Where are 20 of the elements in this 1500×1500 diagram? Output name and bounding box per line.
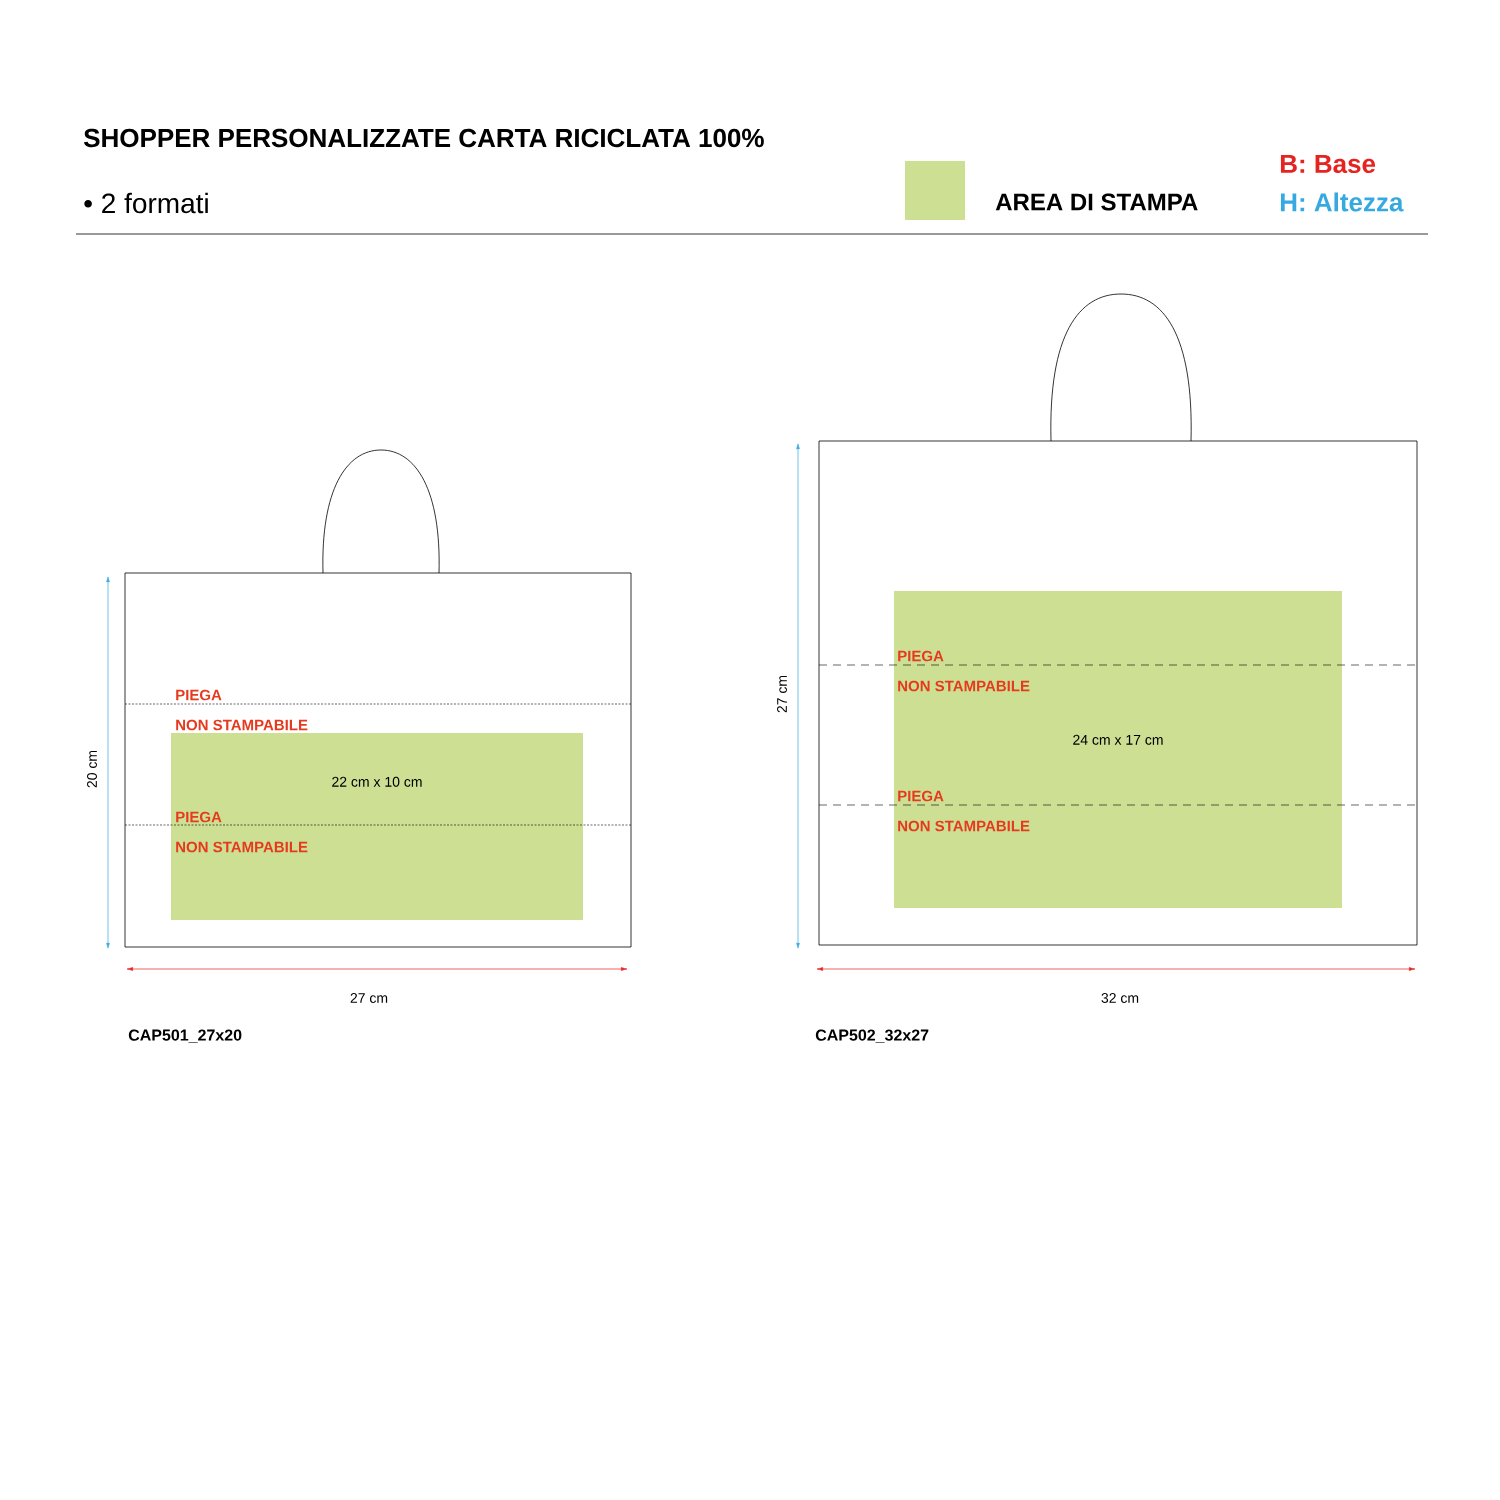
model-code: CAP502_32x27: [815, 1029, 929, 1043]
fold-label: PIEGA: [898, 790, 944, 802]
fold-label: PIEGA: [898, 650, 944, 662]
text-line: • 2 formati: [84, 192, 208, 214]
fold-label: NON STAMPABILE: [898, 820, 1030, 832]
key-label: B: Base: [1280, 154, 1376, 174]
legend-label: AREA DI STAMPA: [995, 193, 1198, 211]
fold-label: NON STAMPABILE: [898, 680, 1030, 692]
title: SHOPPER PERSONALIZZATE CARTA RICICLATA 100%: [83, 128, 764, 148]
dimension-label: 20 cm: [87, 750, 97, 788]
dimension-label: 27 cm: [350, 993, 388, 1003]
fold-label: PIEGA: [176, 811, 222, 823]
fold-label: PIEGA: [176, 689, 222, 701]
fold-label: NON STAMPABILE: [176, 841, 308, 853]
model-code: CAP501_27x20: [128, 1029, 242, 1043]
dimension-label: 32 cm: [1101, 993, 1139, 1003]
dimension-label: 27 cm: [777, 675, 787, 713]
bag-drawing: [124, 449, 632, 948]
key-label: H: Altezza: [1280, 192, 1404, 212]
bag-drawing: [818, 293, 1418, 946]
